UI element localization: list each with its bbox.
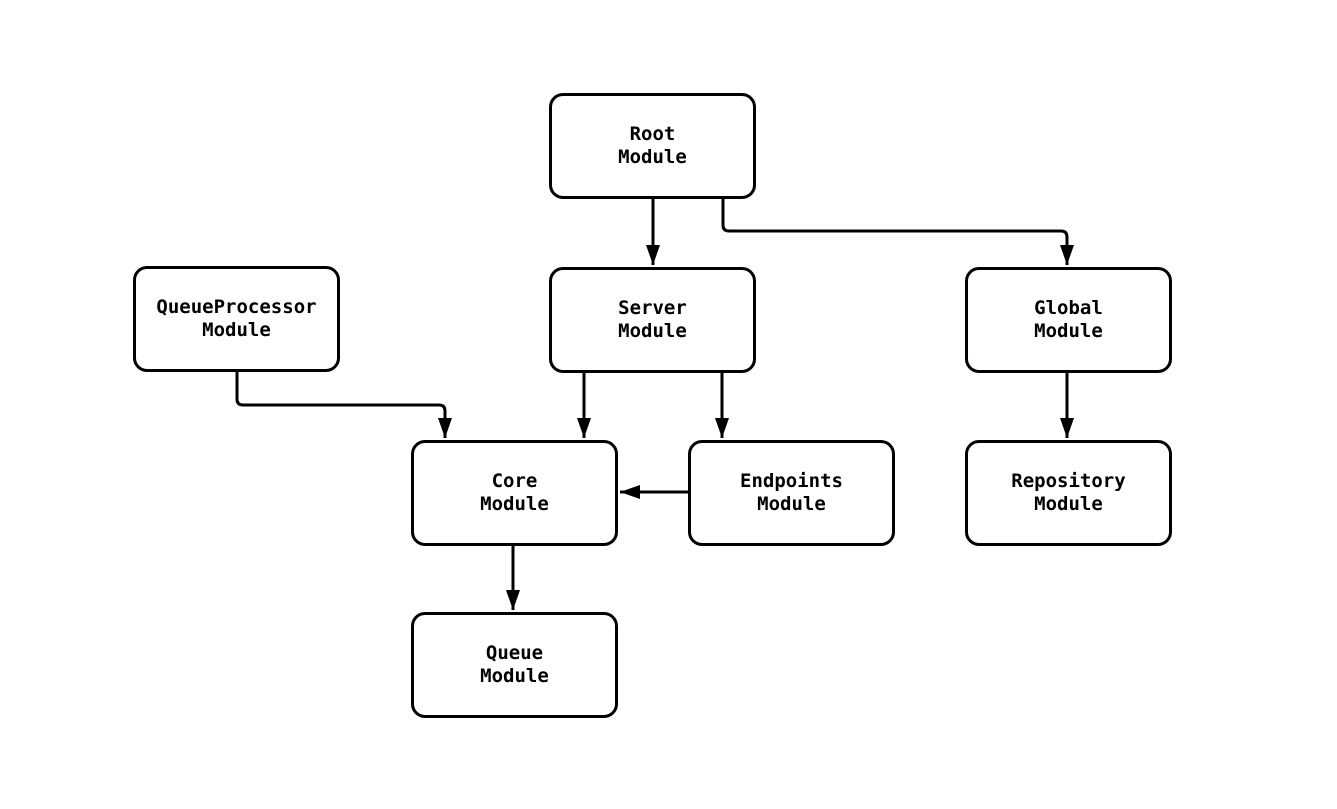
edge-queueprocessor-to-core [235, 371, 452, 438]
node-server-module: Server Module [549, 267, 756, 373]
node-endpoints-module: Endpoints Module [688, 440, 895, 546]
node-root-module: Root Module [549, 93, 756, 199]
node-repository-module: Repository Module [965, 440, 1172, 546]
node-queue-module: Queue Module [411, 612, 618, 718]
node-queueprocessor-module: QueueProcessor Module [133, 266, 340, 372]
node-global-module: Global Module [965, 267, 1172, 373]
edge-root-to-global [721, 198, 1074, 265]
node-core-module: Core Module [411, 440, 618, 546]
